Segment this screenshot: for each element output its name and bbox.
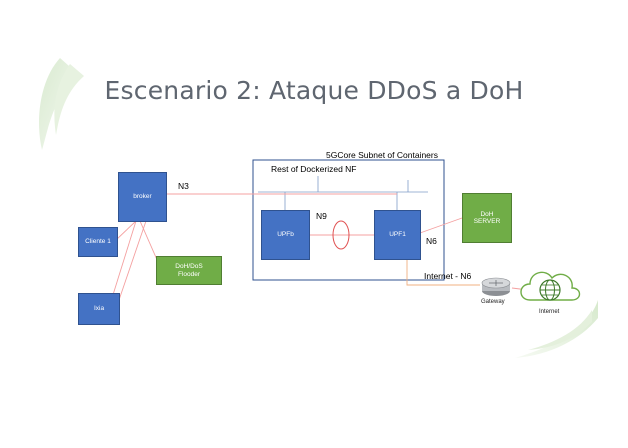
node-flooder[interactable]: DoH/DoS Flooder — [156, 256, 222, 285]
subnet-caption: 5GCore Subnet of Containers — [326, 150, 438, 160]
node-broker[interactable]: broker — [118, 172, 167, 222]
decor-leaf-bottom-right — [515, 300, 598, 358]
node-ixia-label: Ixia — [93, 305, 105, 313]
link-label-internet-n6: Internet - N6 — [424, 271, 472, 281]
link-broker-flooder — [139, 220, 159, 263]
internet-label: Internet — [539, 309, 560, 315]
router-icon — [481, 277, 511, 296]
link-n6 — [419, 217, 463, 234]
node-cliente1[interactable]: Cliente 1 — [78, 227, 118, 257]
link-label-n6: N6 — [426, 236, 437, 246]
node-ixia[interactable]: Ixia — [78, 293, 120, 325]
node-cliente1-label: Cliente 1 — [85, 238, 111, 246]
node-upf1-label: UPF1 — [389, 231, 406, 239]
subnet-container — [252, 159, 445, 281]
node-broker-label: broker — [133, 193, 152, 201]
n9-marker — [332, 220, 350, 250]
node-doh-server[interactable]: DoH SERVER — [462, 193, 512, 243]
gateway-label: Gateway — [481, 299, 505, 305]
node-doh-server-label-2: SERVER — [473, 218, 501, 225]
node-upfb-label: UPFb — [277, 231, 294, 239]
node-doh-server-label-1: DoH — [480, 210, 494, 218]
link-broker-ixia-2 — [118, 220, 147, 301]
link-label-n9: N9 — [316, 211, 327, 221]
node-upf1[interactable]: UPF1 — [374, 210, 421, 260]
link-label-n3: N3 — [178, 181, 189, 191]
link-internet-n6 — [406, 259, 480, 286]
subnet-inner-label: Rest of Dockerized NF — [271, 164, 357, 174]
globe-cloud-icon — [520, 271, 581, 301]
link-broker-ixia — [111, 220, 137, 299]
node-flooder-label: DoH/DoS Flooder — [175, 263, 203, 278]
decor-leaf-top-left — [39, 58, 84, 150]
link-broker-cliente1 — [115, 220, 137, 241]
slide-title: Escenario 2: Ataque DDoS a DoH — [104, 76, 524, 105]
node-upfb[interactable]: UPFb — [261, 210, 310, 260]
